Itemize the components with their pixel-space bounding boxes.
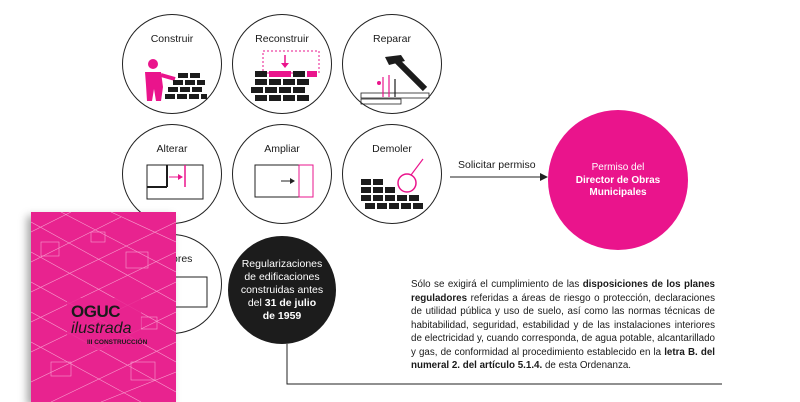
regularizaciones-line1: Regularizaciones: [241, 258, 323, 270]
regularizaciones-line2: de edificaciones: [244, 271, 320, 283]
reparar-icon: [360, 55, 430, 105]
permiso-line2: Director de Obras: [575, 174, 661, 186]
book-city-pattern: [31, 212, 176, 402]
book-subtitle: ilustrada: [71, 320, 132, 337]
ampliar-icon: [254, 164, 314, 198]
note-paragraph: Sólo se exigirá el cumplimiento de las d…: [411, 279, 715, 371]
construir-circle: Construir: [122, 14, 222, 114]
permiso-line3: Municipales: [589, 187, 647, 198]
reconstruir-label: Reconstruir: [255, 33, 309, 45]
permiso-line1: Permiso del: [591, 162, 645, 173]
solicitar-permiso-label: Solicitar permiso: [458, 159, 536, 171]
demoler-circle: Demoler: [342, 124, 442, 224]
book-volume: III CONSTRUCCIÓN: [87, 339, 148, 346]
reconstruir-circle: Reconstruir: [232, 14, 332, 114]
ampliar-label: Ampliar: [264, 143, 300, 155]
permiso-circle: Permiso del Director de Obras Municipale…: [548, 110, 688, 250]
alterar-circle: Alterar: [122, 124, 222, 224]
regularizaciones-line4: del 31 de julio: [247, 297, 317, 309]
regularizaciones-circle: Regularizaciones de edificaciones constr…: [228, 236, 336, 344]
regularizaciones-line5: de 1959: [262, 310, 302, 322]
demoler-label: Demoler: [372, 143, 412, 155]
alterar-icon: [146, 164, 204, 200]
book-title: OGUC: [71, 302, 121, 321]
reparar-circle: Reparar: [342, 14, 442, 114]
ampliar-circle: Ampliar: [232, 124, 332, 224]
alterar-label: Alterar: [156, 143, 188, 155]
reconstruir-icon: [251, 50, 320, 101]
construir-label: Construir: [150, 33, 194, 45]
reparar-label: Reparar: [373, 33, 411, 45]
book-cover: OGUC ilustrada III CONSTRUCCIÓN: [31, 212, 176, 402]
regularizaciones-line3: construidas antes: [240, 284, 324, 296]
demoler-icon: [361, 158, 424, 209]
construir-icon: [145, 59, 207, 101]
